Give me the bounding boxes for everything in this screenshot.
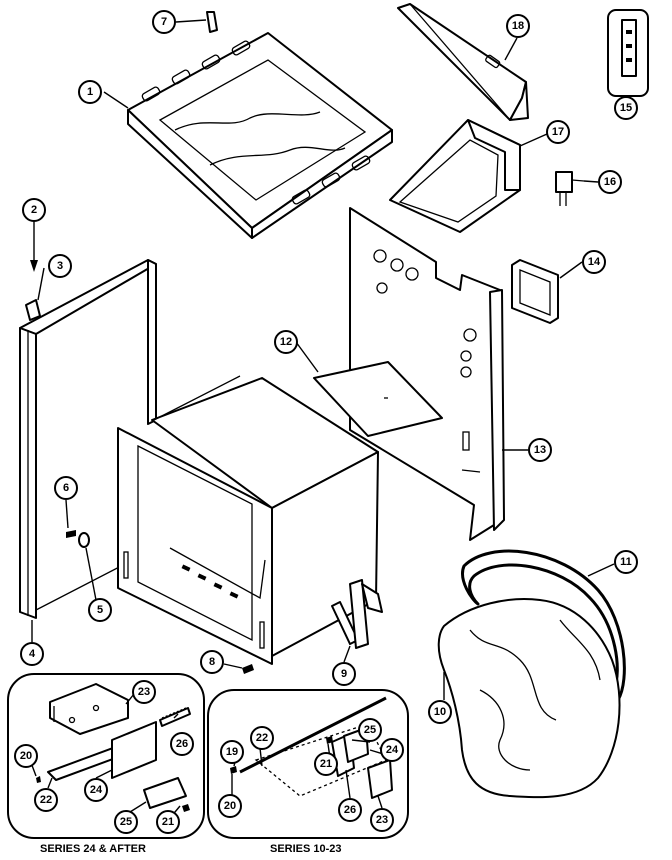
callout-3: 3 (48, 254, 72, 278)
switch-plate-part (607, 9, 649, 97)
inset-series-24-after: SERIES 24 & AFTER (7, 673, 205, 855)
svg-text:17: 17 (552, 126, 564, 138)
callout-18: 18 (506, 14, 530, 38)
svg-text:20: 20 (224, 800, 236, 812)
svg-text:24: 24 (386, 744, 399, 756)
screw-part-6 (66, 530, 76, 538)
inset-series-10-23: SERIES 10-23 (207, 689, 409, 855)
svg-text:9: 9 (341, 668, 347, 680)
callout-9: 9 (332, 662, 356, 686)
vent-duct-part (389, 119, 521, 233)
callout-15: 15 (614, 96, 638, 120)
svg-text:5: 5 (97, 604, 103, 616)
inset-right-callout-23: 23 (370, 808, 394, 832)
inset-right-callout-22: 22 (250, 726, 274, 750)
insulation-sheet-part (313, 361, 443, 437)
inset-left-callout-20: 20 (14, 744, 38, 768)
svg-text:14: 14 (588, 256, 601, 268)
inset-left-callout-23: 23 (132, 680, 156, 704)
inset-right-callout-25: 25 (358, 718, 382, 742)
svg-text:15: 15 (620, 102, 632, 114)
clip-part (206, 11, 218, 33)
callout-7: 7 (152, 10, 176, 34)
callout-4: 4 (20, 642, 44, 666)
hinge-bracket-part (25, 299, 41, 321)
inset-left-callout-26: 26 (170, 732, 194, 756)
svg-text:22: 22 (40, 794, 52, 806)
svg-text:10: 10 (434, 706, 446, 718)
callout-6: 6 (54, 476, 78, 500)
svg-text:1: 1 (87, 86, 93, 98)
inset-left-callout-25: 25 (114, 810, 138, 834)
callout-2: 2 (22, 198, 46, 222)
side-panel-part (349, 207, 505, 541)
callout-1: 1 (78, 80, 102, 104)
inset-left-callout-22: 22 (34, 788, 58, 812)
svg-text:23: 23 (138, 686, 150, 698)
svg-text:6: 6 (63, 482, 69, 494)
inset-right-callout-19: 19 (220, 740, 244, 764)
callout-5: 5 (88, 598, 112, 622)
callout-11: 11 (614, 550, 638, 574)
svg-text:25: 25 (120, 816, 132, 828)
inset-right-callout-20: 20 (218, 794, 242, 818)
svg-text:2: 2 (31, 204, 37, 216)
svg-text:18: 18 (512, 20, 524, 32)
svg-text:4: 4 (29, 648, 36, 660)
inset-left-caption: SERIES 24 & AFTER (40, 843, 146, 855)
svg-text:12: 12 (280, 336, 292, 348)
door-stop-part (78, 532, 90, 548)
insulation-blanket-part (437, 598, 621, 799)
hinge-receiver-part (331, 579, 383, 649)
svg-text:26: 26 (344, 804, 356, 816)
gasket-part (461, 549, 626, 704)
svg-text:21: 21 (162, 816, 174, 828)
switch-part (555, 171, 585, 206)
svg-text:25: 25 (364, 724, 376, 736)
svg-text:11: 11 (620, 556, 632, 568)
svg-text:19: 19 (226, 746, 238, 758)
svg-text:23: 23 (376, 814, 388, 826)
inset-left-callout-24: 24 (84, 778, 108, 802)
inset-right-callout-24: 24 (380, 738, 404, 762)
svg-text:3: 3 (57, 260, 63, 272)
callout-10: 10 (428, 700, 452, 724)
svg-text:8: 8 (209, 656, 215, 668)
oven-cavity-part (117, 375, 379, 665)
callout-14: 14 (582, 250, 606, 274)
svg-text:26: 26 (176, 738, 188, 750)
inset-right-callout-26: 26 (338, 798, 362, 822)
rear-top-bracket-part (397, 3, 529, 121)
receptacle-box-part (511, 259, 559, 324)
inset-right-callout-21: 21 (314, 752, 338, 776)
svg-text:20: 20 (20, 750, 32, 762)
screw-part-8 (242, 664, 254, 674)
callout-17: 17 (546, 120, 570, 144)
svg-text:16: 16 (604, 176, 616, 188)
inset-right-caption: SERIES 10-23 (270, 843, 342, 855)
screw-part-2 (30, 220, 38, 272)
svg-text:7: 7 (161, 16, 167, 28)
svg-text:21: 21 (320, 758, 332, 770)
svg-text:24: 24 (90, 784, 103, 796)
top-frame-part (127, 32, 393, 239)
callout-16: 16 (598, 170, 622, 194)
inset-left-callout-21: 21 (156, 810, 180, 834)
svg-text:22: 22 (256, 732, 268, 744)
callout-12: 12 (274, 330, 298, 354)
callout-13: 13 (528, 438, 552, 462)
svg-text:13: 13 (534, 444, 546, 456)
callout-8: 8 (200, 650, 224, 674)
